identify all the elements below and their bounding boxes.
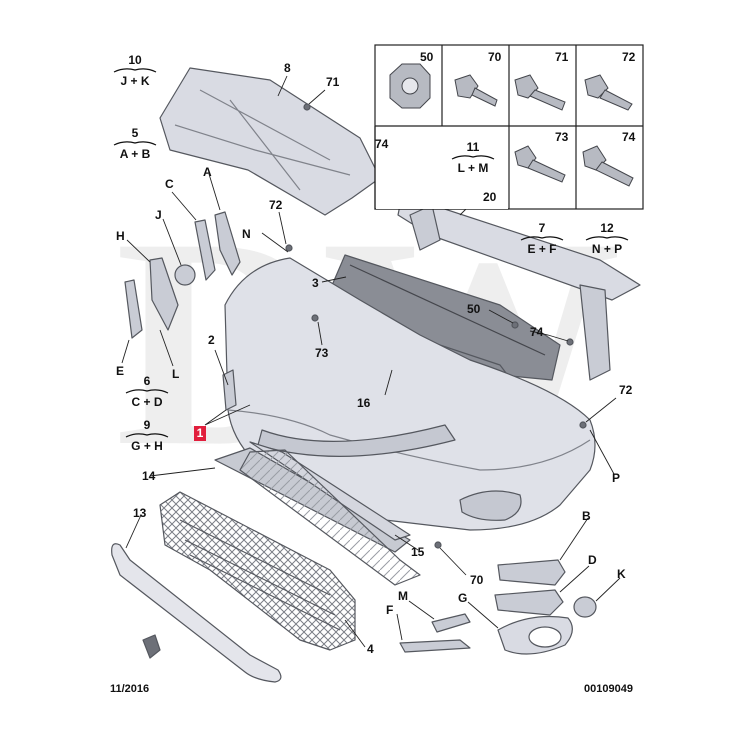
- part-label-16: 16: [357, 396, 371, 410]
- bracket-c: [194, 219, 216, 281]
- table-label-74: 74: [622, 130, 636, 144]
- kit-group-number: 12: [600, 221, 614, 235]
- kit-group-codes: E + F: [527, 242, 557, 256]
- kit-group-5: 5 A + B: [105, 127, 165, 160]
- screw-70: [434, 541, 442, 549]
- screw-72-upper: [285, 244, 293, 252]
- part-label-50: 50: [467, 302, 481, 316]
- kit-group-11: 11 L + M: [443, 141, 503, 174]
- strip-m: [431, 613, 471, 633]
- brace-icon: [125, 389, 169, 394]
- table-label-50: 50: [420, 50, 434, 64]
- table-label-71: 71: [555, 50, 569, 64]
- fog-lamp-opening: [459, 490, 522, 521]
- beam-bracket-right: [579, 284, 611, 381]
- part-label-14: 14: [142, 469, 156, 483]
- letter-label-f: F: [386, 603, 394, 617]
- letter-label-a: A: [203, 165, 212, 179]
- table-label-72: 72: [622, 50, 636, 64]
- part-label-72-upper: 72: [269, 198, 283, 212]
- letter-label-n: N: [242, 227, 251, 241]
- fastener-icons: [389, 63, 634, 187]
- highlight-badge-1: 1: [194, 426, 206, 441]
- kit-group-codes: J + K: [120, 74, 150, 88]
- letter-label-g: G: [458, 591, 468, 605]
- screw-72-right: [579, 421, 587, 429]
- brace-icon: [520, 236, 564, 241]
- part-label-20: 20: [483, 190, 497, 204]
- trim-d: [494, 589, 564, 616]
- part-label-2: 2: [208, 333, 215, 347]
- lower-grille: [239, 449, 421, 586]
- letter-label-e: E: [116, 364, 125, 378]
- cap-k: [573, 596, 597, 618]
- kit-group-9: 9 G + H: [117, 419, 177, 452]
- kit-group-codes: N + P: [591, 242, 623, 256]
- brace-icon: [585, 236, 629, 241]
- letter-label-l: L: [172, 367, 180, 381]
- kit-group-number: 6: [143, 374, 151, 388]
- letter-label-c: C: [165, 177, 174, 191]
- part-label-74-right: 74: [530, 325, 544, 339]
- bracket-e: [124, 279, 143, 339]
- kit-group-10: 10 J + K: [105, 54, 165, 87]
- part-label-72-right: 72: [619, 383, 633, 397]
- part-label-8: 8: [284, 61, 291, 75]
- screw-71: [303, 103, 311, 111]
- kit-group-number: 7: [538, 221, 546, 235]
- bracket-a: [214, 211, 241, 276]
- cowl-panel: [159, 67, 381, 216]
- bracket-h: [149, 257, 179, 331]
- part-label-71: 71: [326, 75, 340, 89]
- diagram-reference: 00109049: [584, 683, 633, 695]
- part-label-70: 70: [470, 573, 484, 587]
- brace-icon: [125, 433, 169, 438]
- letter-label-b: B: [582, 509, 591, 523]
- brace-icon: [451, 155, 495, 160]
- kit-group-12: 12 N + P: [577, 222, 637, 255]
- grille-frame: [111, 543, 282, 683]
- cap-j: [174, 264, 196, 286]
- part-label-74-top: 74: [375, 137, 389, 151]
- kit-group-codes: A + B: [119, 147, 151, 161]
- kit-group-codes: G + H: [131, 439, 163, 453]
- kit-group-number: 11: [466, 140, 480, 154]
- letter-label-k: K: [617, 567, 626, 581]
- kit-group-number: 5: [131, 126, 139, 140]
- screw-73: [311, 314, 319, 322]
- letter-label-h: H: [116, 229, 125, 243]
- part-label-4: 4: [367, 642, 374, 656]
- kit-group-codes: L + M: [457, 161, 489, 175]
- table-label-70: 70: [488, 50, 502, 64]
- table-label-73: 73: [555, 130, 569, 144]
- letter-label-m: M: [398, 589, 408, 603]
- part-label-73: 73: [315, 346, 329, 360]
- screw-50: [511, 321, 519, 329]
- kit-group-6: 6 C + D: [117, 375, 177, 408]
- part-label-3: 3: [312, 276, 319, 290]
- kit-group-7: 7 E + F: [512, 222, 572, 255]
- letter-label-d: D: [588, 553, 597, 567]
- diagram-date: 11/2016: [110, 683, 150, 695]
- kit-group-number: 10: [128, 53, 142, 67]
- bumper-edge: [227, 409, 591, 471]
- screw-74-right: [566, 338, 574, 346]
- trim-b: [497, 559, 566, 586]
- part-label-15: 15: [411, 545, 425, 559]
- kit-group-codes: C + D: [131, 395, 163, 409]
- kit-group-number: 9: [143, 418, 151, 432]
- brace-icon: [113, 68, 157, 73]
- main-grille: [159, 491, 356, 651]
- part-label-13: 13: [133, 506, 147, 520]
- strip-f: [399, 639, 471, 653]
- letter-label-p: P: [612, 471, 621, 485]
- impact-beam: [397, 194, 641, 301]
- clip-bottom: [142, 634, 161, 659]
- letter-label-j: J: [155, 208, 162, 222]
- cowl-detail: [174, 89, 351, 191]
- brace-icon: [113, 141, 157, 146]
- grille-opening: [257, 424, 456, 457]
